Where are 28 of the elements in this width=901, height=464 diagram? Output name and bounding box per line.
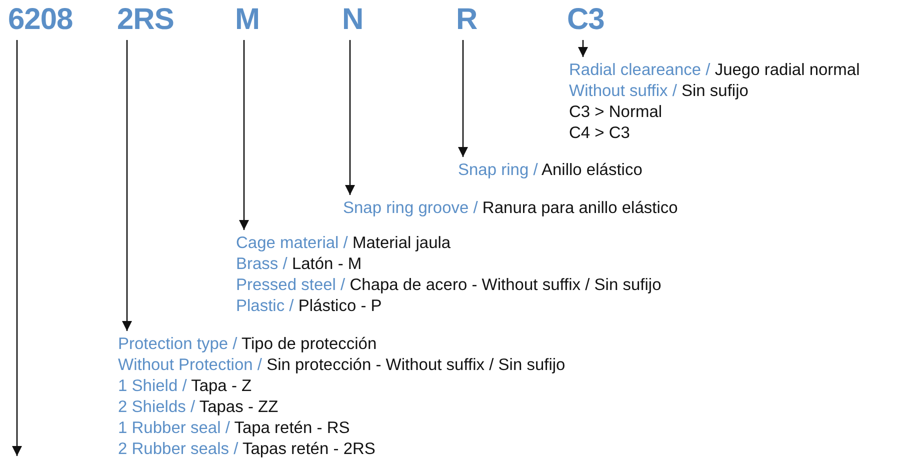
- description-line: 1 Shield / Tapa - Z: [118, 376, 253, 397]
- description-line: 2 Rubber seals / Tapas retén - 2RS: [118, 439, 376, 460]
- description-line: Plastic / Plástico - P: [236, 296, 383, 317]
- designation-code: C3: [567, 2, 604, 38]
- description-line: Snap ring / Anillo elástico: [458, 160, 642, 181]
- description-line: Pressed steel / Chapa de acero - Without suffix / Sin sufijo: [236, 275, 662, 296]
- arrow: [578, 40, 588, 57]
- description-line: Radial cleareance / Juego radial normal: [569, 60, 860, 81]
- arrow: [345, 40, 355, 195]
- description-line: Snap ring groove / Ranura para anillo elástico: [343, 198, 678, 219]
- description-line: Cage material / Material jaula: [236, 233, 452, 254]
- description-line: Without suffix / Sin sufijo: [569, 81, 750, 102]
- description-line: Brass / Latón - M: [236, 254, 363, 275]
- description-line: 2 Shields / Tapas - ZZ: [118, 397, 280, 418]
- arrow: [12, 40, 22, 456]
- description-line: Without Protection / Sin protección - Without suffix / Sin sufijo: [118, 355, 566, 376]
- arrow: [239, 40, 249, 230]
- arrow: [458, 40, 468, 157]
- designation-code: 2RS: [117, 2, 174, 38]
- designation-code: M: [235, 2, 260, 38]
- designation-code: N: [342, 2, 364, 38]
- description-line: 1 Rubber seal / Tapa retén - RS: [118, 418, 351, 439]
- arrow: [122, 40, 132, 331]
- description-line: C4 > C3: [569, 123, 631, 144]
- designation-code: R: [456, 2, 478, 38]
- description-line: Protection type / Tipo de protección: [118, 334, 378, 355]
- designation-code: 6208: [8, 2, 73, 38]
- description-line: C3 > Normal: [569, 102, 664, 123]
